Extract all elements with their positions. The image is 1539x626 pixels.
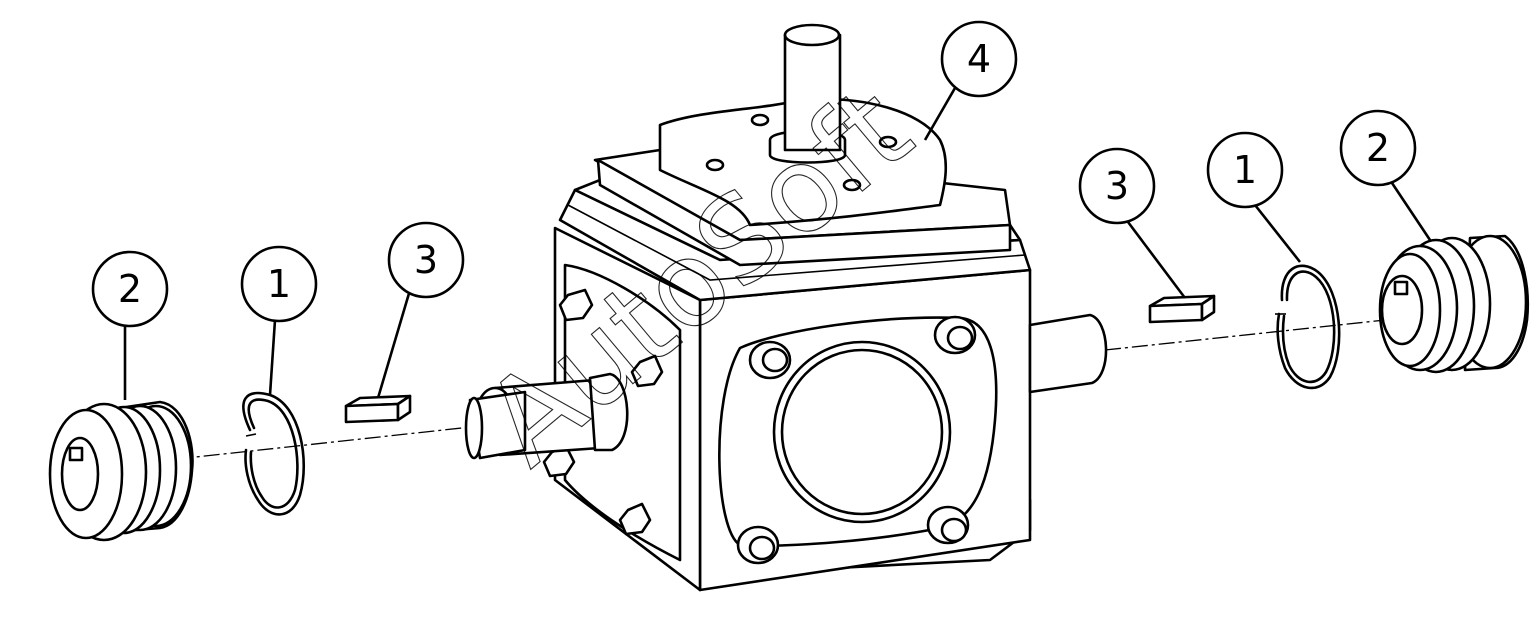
left-key <box>344 394 412 424</box>
callout-label: 3 <box>1105 164 1129 208</box>
right-pulley <box>1378 234 1529 374</box>
right-key <box>1148 294 1216 324</box>
callout-left-pulley: 2 <box>91 250 169 400</box>
flange-slots <box>736 315 977 565</box>
left-retaining-ring <box>242 391 306 516</box>
callout-left-ring: 1 <box>240 245 318 396</box>
left-pulley <box>48 400 194 542</box>
callout-right-pulley: 2 <box>1339 109 1432 241</box>
callout-label: 2 <box>118 267 142 311</box>
callouts: 2 1 3 4 3 1 2 <box>91 20 1432 400</box>
callout-right-key: 3 <box>1078 147 1187 299</box>
callout-gearbox: 4 <box>923 20 1018 141</box>
callout-label: 2 <box>1366 126 1390 170</box>
callout-label: 3 <box>414 238 438 282</box>
callout-right-ring: 1 <box>1206 131 1302 263</box>
callout-label: 4 <box>967 37 991 81</box>
gearbox-housing <box>464 23 1108 592</box>
callout-label: 1 <box>267 262 291 306</box>
right-retaining-ring <box>1275 264 1341 390</box>
callout-left-key: 3 <box>376 221 465 399</box>
callout-label: 1 <box>1233 148 1257 192</box>
